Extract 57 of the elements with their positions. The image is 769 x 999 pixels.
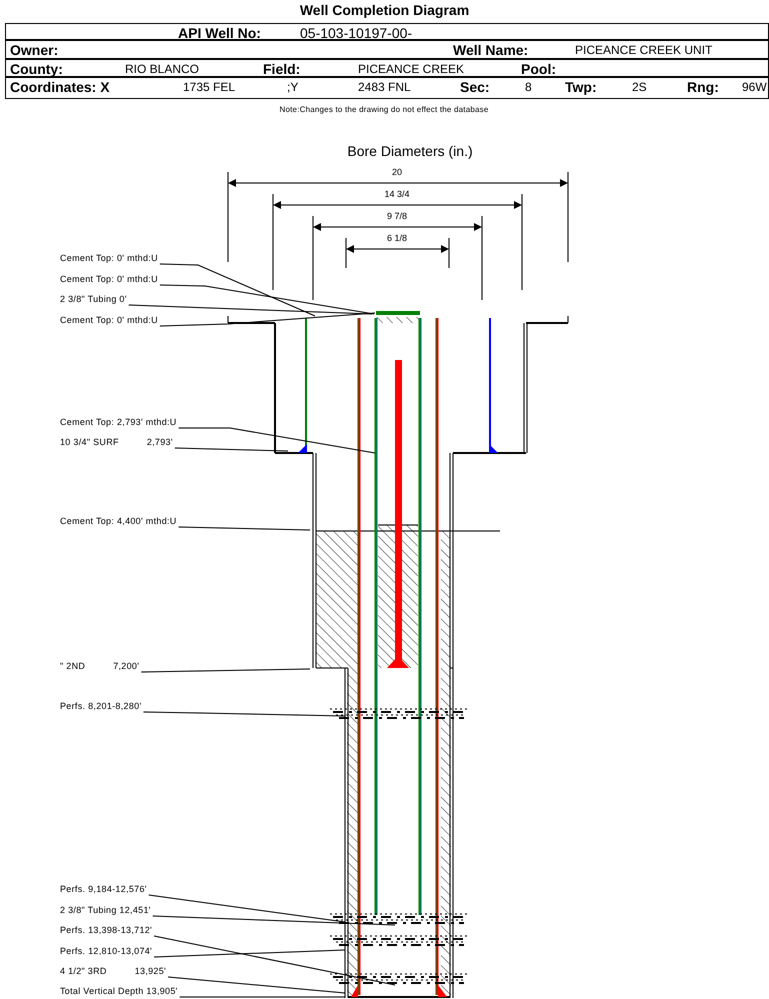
callout-label: 2 3/8" Tubing 0' — [60, 294, 127, 305]
field-value: 2483 FNL — [358, 81, 411, 93]
field-label: Coordinates: X — [10, 80, 110, 94]
field-label: Owner: — [10, 43, 58, 57]
field-label: Rng: — [687, 80, 719, 94]
field-value: 1735 FEL — [183, 81, 236, 93]
callout-label: Cement Top: 0' mthd:U — [60, 274, 158, 285]
field-value: 2S — [632, 81, 647, 93]
field-label: County: — [10, 62, 63, 76]
callout-label: Cement Top: 4,400' mthd:U — [60, 516, 177, 527]
callout-label: 2 3/8" Tubing 12,451' — [60, 905, 151, 916]
section-heading: Bore Diameters (in.) — [347, 144, 473, 158]
field-label: Sec: — [460, 80, 490, 94]
field-value: PICEANCE CREEK — [358, 63, 464, 75]
callout-label: Perfs. 8,201-8,280' — [60, 701, 142, 712]
diagram-title: Well Completion Diagram — [298, 3, 470, 17]
leader-line — [152, 916, 396, 926]
callout-label: 4 1/2" 3RD 13,925' — [60, 966, 166, 977]
leader-line — [148, 894, 346, 922]
leader-line — [174, 448, 288, 452]
callout-label: Cement Top: 0' mthd:U — [60, 315, 158, 326]
callout-label: Cement Top: 0' mthd:U — [60, 253, 158, 264]
field-label: Twp: — [565, 80, 597, 94]
field-value: 05-103-10197-00- — [300, 26, 412, 40]
callout-label: " 2ND 7,200' — [60, 661, 140, 672]
field-value: 96W — [742, 81, 767, 93]
leader-line — [142, 712, 346, 716]
callout-label: Perfs. 9,184-12,576' — [60, 884, 147, 895]
leader-line — [178, 526, 310, 530]
leader-line — [178, 428, 376, 454]
callout-label: Cement Top: 2,793' mthd:U — [60, 417, 177, 428]
field-label: Field: — [263, 62, 300, 76]
field-value: RIO BLANCO — [125, 63, 200, 75]
field-label: Pool: — [521, 62, 556, 76]
field-value: ;Y — [287, 81, 298, 93]
leader-line — [168, 976, 346, 994]
field-label: API Well No: — [178, 26, 261, 40]
callout-label: Total Vertical Depth 13,905' — [60, 986, 178, 997]
leader-line — [179, 996, 346, 998]
field-value: PICEANCE CREEK UNIT — [575, 44, 712, 56]
leader-line — [154, 936, 396, 986]
callout-label: Perfs. 12,810-13,074' — [60, 946, 152, 957]
dimension-value: 20 — [392, 168, 402, 177]
field-value: 8 — [525, 81, 532, 93]
leader-line — [140, 668, 310, 672]
leader-line — [128, 304, 372, 314]
field-label: Well Name: — [453, 43, 528, 57]
callout-label: 10 3/4" SURF 2,793' — [60, 437, 173, 448]
dimension-value: 14 3/4 — [384, 190, 410, 199]
dimension-value: 6 1/8 — [386, 234, 408, 243]
leader-line — [154, 950, 346, 958]
leader-line — [159, 284, 374, 314]
callout-label: Perfs. 13,398-13,712' — [60, 925, 152, 936]
dimension-value: 9 7/8 — [386, 212, 408, 221]
leader-line — [159, 264, 316, 316]
leader-line — [159, 312, 376, 326]
note-text: Note:Changes to the drawing do not effect the database — [280, 106, 488, 114]
